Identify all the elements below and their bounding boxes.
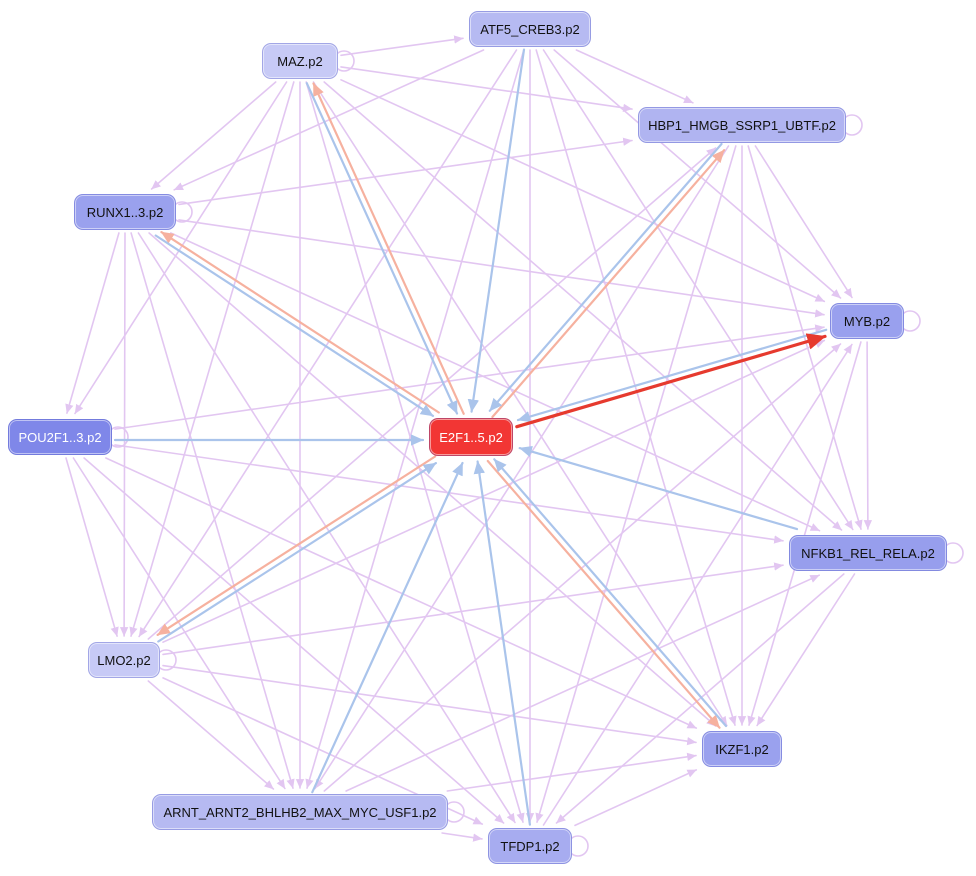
graph-edge [473, 460, 532, 826]
graph-edge [312, 82, 465, 415]
graph-edge [493, 458, 728, 728]
graph-edge [491, 149, 726, 419]
node-label: ARNT_ARNT2_BHLHB2_MAX_MYC_USF1.p2 [163, 804, 437, 820]
graph-edge [555, 573, 845, 824]
graph-edge [65, 457, 119, 637]
graph-edge [488, 142, 723, 412]
graph-edge [486, 459, 721, 729]
graph-edge [150, 81, 277, 190]
graph-edge [72, 457, 286, 790]
graph-edge [467, 48, 526, 413]
graph-edge [515, 333, 827, 429]
graph-edge [323, 81, 843, 531]
graph-edge [130, 232, 295, 789]
graph-node-POU2F1..3.p2[interactable]: POU2F1..3.p2 [8, 419, 112, 455]
graph-edge [747, 145, 863, 530]
graph-node-MYB.p2[interactable]: MYB.p2 [830, 303, 904, 339]
graph-edge [340, 35, 464, 57]
graph-edge [747, 341, 862, 726]
graph-node-HBP1_HMGB_SSRP1_UBTF.p2[interactable]: HBP1_HMGB_SSRP1_UBTF.p2 [638, 107, 846, 143]
graph-node-ATF5_CREB3.p2[interactable]: ATF5_CREB3.p2 [469, 11, 591, 47]
graph-edge [542, 49, 854, 531]
graph-edge [74, 81, 288, 415]
graph-edge [340, 79, 826, 303]
graph-node-IKZF1.p2[interactable]: IKZF1.p2 [702, 731, 782, 767]
node-label: POU2F1..3.p2 [18, 429, 102, 445]
graph-edge [340, 66, 633, 112]
graph-node-E2F1..5.p2[interactable]: E2F1..5.p2 [429, 418, 513, 456]
graph-edge [314, 145, 730, 790]
graph-edge [83, 457, 505, 824]
graph-edge [305, 81, 525, 823]
node-label: TFDP1.p2 [500, 838, 560, 854]
graph-edge [756, 573, 856, 727]
graph-edge [441, 832, 483, 842]
graph-edge [574, 769, 698, 827]
node-label: HBP1_HMGB_SSRP1_UBTF.p2 [648, 117, 836, 133]
graph-edge [535, 49, 737, 726]
graph-edge [518, 446, 799, 531]
graph-edge [147, 680, 275, 790]
graph-edge [154, 234, 435, 417]
node-label: MAZ.p2 [277, 53, 323, 69]
graph-edge [162, 562, 784, 656]
graph-edge [305, 82, 459, 415]
graph-edge [147, 147, 717, 640]
graph-node-RUNX1..3.p2[interactable]: RUNX1..3.p2 [74, 194, 176, 230]
graph-edge [535, 145, 737, 823]
graph-edge [114, 324, 825, 430]
node-label: E2F1..5.p2 [439, 429, 503, 445]
graph-edge [148, 232, 717, 727]
graph-edge [162, 339, 826, 644]
graph-edge [345, 574, 821, 792]
graph-edge [312, 81, 728, 727]
graph-edge [323, 343, 842, 792]
graph-edge [178, 219, 825, 318]
graph-edge [305, 49, 525, 789]
graph-edge [575, 49, 694, 104]
graph-edge [65, 232, 120, 414]
graph-node-TFDP1.p2[interactable]: TFDP1.p2 [488, 828, 572, 864]
graph-node-LMO2.p2[interactable]: LMO2.p2 [88, 642, 160, 678]
graph-node-NFKB1_REL_RELA.p2[interactable]: NFKB1_REL_RELA.p2 [789, 535, 947, 571]
graph-edge [156, 455, 437, 637]
graph-edge [160, 231, 440, 414]
graph-edge [553, 49, 842, 299]
graph-edge [178, 137, 633, 206]
node-label: NFKB1_REL_RELA.p2 [801, 545, 935, 561]
graph-edge [138, 49, 518, 638]
graph-node-ARNT_ARNT2_BHLHB2_MAX_MYC_USF1.p2[interactable]: ARNT_ARNT2_BHLHB2_MAX_MYC_USF1.p2 [152, 794, 448, 830]
graph-edge [446, 752, 697, 792]
graph-edge [863, 341, 873, 530]
graph-edge [105, 457, 698, 729]
node-label: MYB.p2 [843, 313, 891, 329]
graph-edge [119, 232, 129, 637]
graph-edge [516, 328, 828, 423]
graph-edge [170, 232, 821, 532]
graph-node-MAZ.p2[interactable]: MAZ.p2 [262, 43, 338, 79]
graph-edge [754, 145, 853, 299]
graph-edge [157, 462, 437, 643]
graph-edge [542, 343, 853, 826]
node-label: ATF5_CREB3.p2 [480, 21, 580, 37]
node-label: IKZF1.p2 [715, 741, 769, 757]
graph-edge [162, 664, 697, 746]
node-label: LMO2.p2 [97, 652, 151, 668]
graph-edge [137, 232, 516, 824]
graph-edge [311, 461, 464, 794]
node-label: RUNX1..3.p2 [86, 204, 164, 220]
graph-edge [129, 81, 295, 637]
